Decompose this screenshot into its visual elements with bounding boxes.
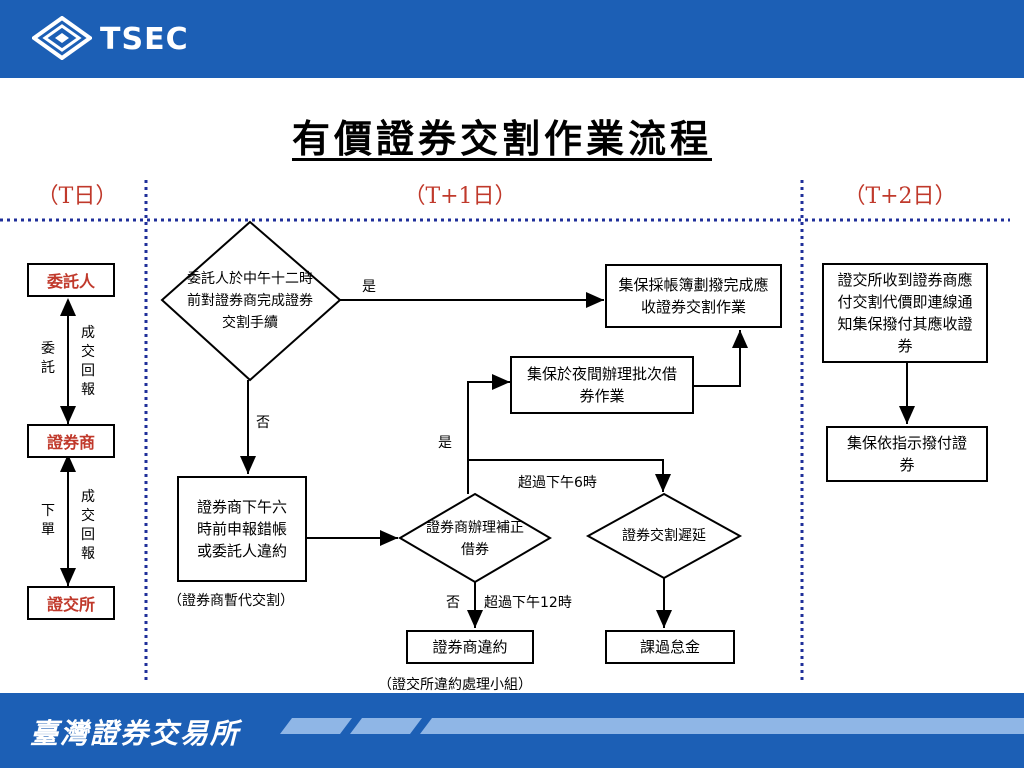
party-exchange: 證交所 xyxy=(27,586,115,620)
note-default-committee: （證交所違約處理小組） xyxy=(378,677,532,693)
edge-label-after-12pm: 超過下午12時 xyxy=(484,595,572,611)
edge-label-after-6pm: 超過下午6時 xyxy=(518,475,597,491)
box-tdcc-pay: 集保依指示撥付證券 xyxy=(826,426,988,482)
box-tdcc-night-batch: 集保於夜間辦理批次借券作業 xyxy=(510,356,694,414)
tsec-logo-icon xyxy=(32,16,92,60)
box-tdcc-book-entry: 集保採帳簿劃撥完成應收證券交割作業 xyxy=(605,264,782,328)
decision-borrow-text: 證券商辦理補正借券 xyxy=(426,520,524,558)
page-title: 有價證券交割作業流程 xyxy=(291,116,712,161)
label-order: 下單 xyxy=(41,503,55,538)
note-broker-substitute: （證券商暫代交割） xyxy=(168,593,294,609)
header-bar xyxy=(0,0,1024,78)
label-report-2: 成交回報 xyxy=(81,489,95,562)
edge-label-no-1: 否 xyxy=(256,415,270,431)
edge-label-no-2: 否 xyxy=(446,595,460,611)
box-broker-default: 證券商違約 xyxy=(406,630,534,664)
label-entrust: 委託 xyxy=(41,341,55,376)
box-broker-report: 證券商下午六時前申報錯帳或委託人違約 xyxy=(177,476,307,582)
day-t-label: （T日） xyxy=(36,184,118,209)
decision-delay-text: 證券交割遲延 xyxy=(622,528,706,544)
edge-label-yes-1: 是 xyxy=(362,279,376,295)
footer-stripes-decoration xyxy=(280,718,1024,734)
footer-brand-name: 臺灣證券交易所 xyxy=(30,717,241,750)
party-broker: 證券商 xyxy=(27,424,115,458)
edge-label-yes-2: 是 xyxy=(438,435,452,451)
box-exchange-notify: 證交所收到證券商應付交割代價即連線通知集保撥付其應收證券 xyxy=(822,263,988,363)
party-client: 委託人 xyxy=(27,263,115,297)
logo-text: TSEC xyxy=(100,22,189,57)
day-t1-label: （T+1日） xyxy=(403,184,517,209)
decision-noon-text: 委託人於中午十二時前對證券商完成證券交割手續 xyxy=(187,271,313,331)
day-t2-label: （T+2日） xyxy=(843,184,957,209)
label-report-1: 成交回報 xyxy=(81,325,95,398)
box-penalty: 課過怠金 xyxy=(605,630,735,664)
